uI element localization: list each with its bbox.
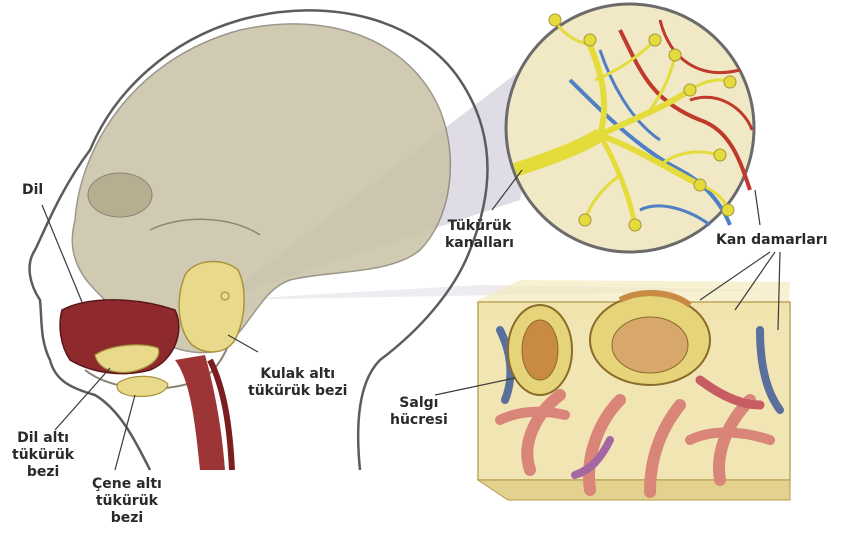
label-cene-alti-line1: Çene altı (92, 476, 162, 493)
label-cene-alti: Çene altı tükürük bezi (92, 476, 162, 527)
block-bottom (478, 480, 790, 500)
label-dil-alti-line3: bezi (12, 464, 74, 481)
label-kan-damarlari-text: Kan damarları (716, 232, 828, 248)
pointer-kan-1 (755, 190, 760, 225)
label-salgi-line2: hücresi (390, 412, 448, 429)
label-salgi-line1: Salgı (390, 395, 448, 412)
label-tukuruk-kanallari: Tükürük kanalları (445, 218, 514, 252)
label-kulak-alti-line2: tükürük bezi (248, 383, 347, 400)
label-dil: Dil (22, 182, 43, 199)
label-dil-alti: Dil altı tükürük bezi (12, 430, 74, 481)
label-salgi-hucresi: Salgı hücresi (390, 395, 448, 429)
eye-socket (88, 173, 152, 217)
label-tukuruk-line2: kanalları (445, 235, 514, 252)
label-dil-text: Dil (22, 182, 43, 198)
label-cene-alti-line3: bezi (92, 510, 162, 527)
label-dil-alti-line1: Dil altı (12, 430, 74, 447)
label-kulak-alti: Kulak altı tükürük bezi (248, 366, 347, 400)
pointer-cene-alti (115, 395, 135, 470)
submandibular-gland (117, 376, 168, 396)
label-kulak-alti-line1: Kulak altı (248, 366, 347, 383)
label-tukuruk-line1: Tükürük (445, 218, 514, 235)
label-cene-alti-line2: tükürük (92, 493, 162, 510)
label-dil-alti-line2: tükürük (12, 447, 74, 464)
label-kan-damarlari: Kan damarları (716, 232, 828, 249)
